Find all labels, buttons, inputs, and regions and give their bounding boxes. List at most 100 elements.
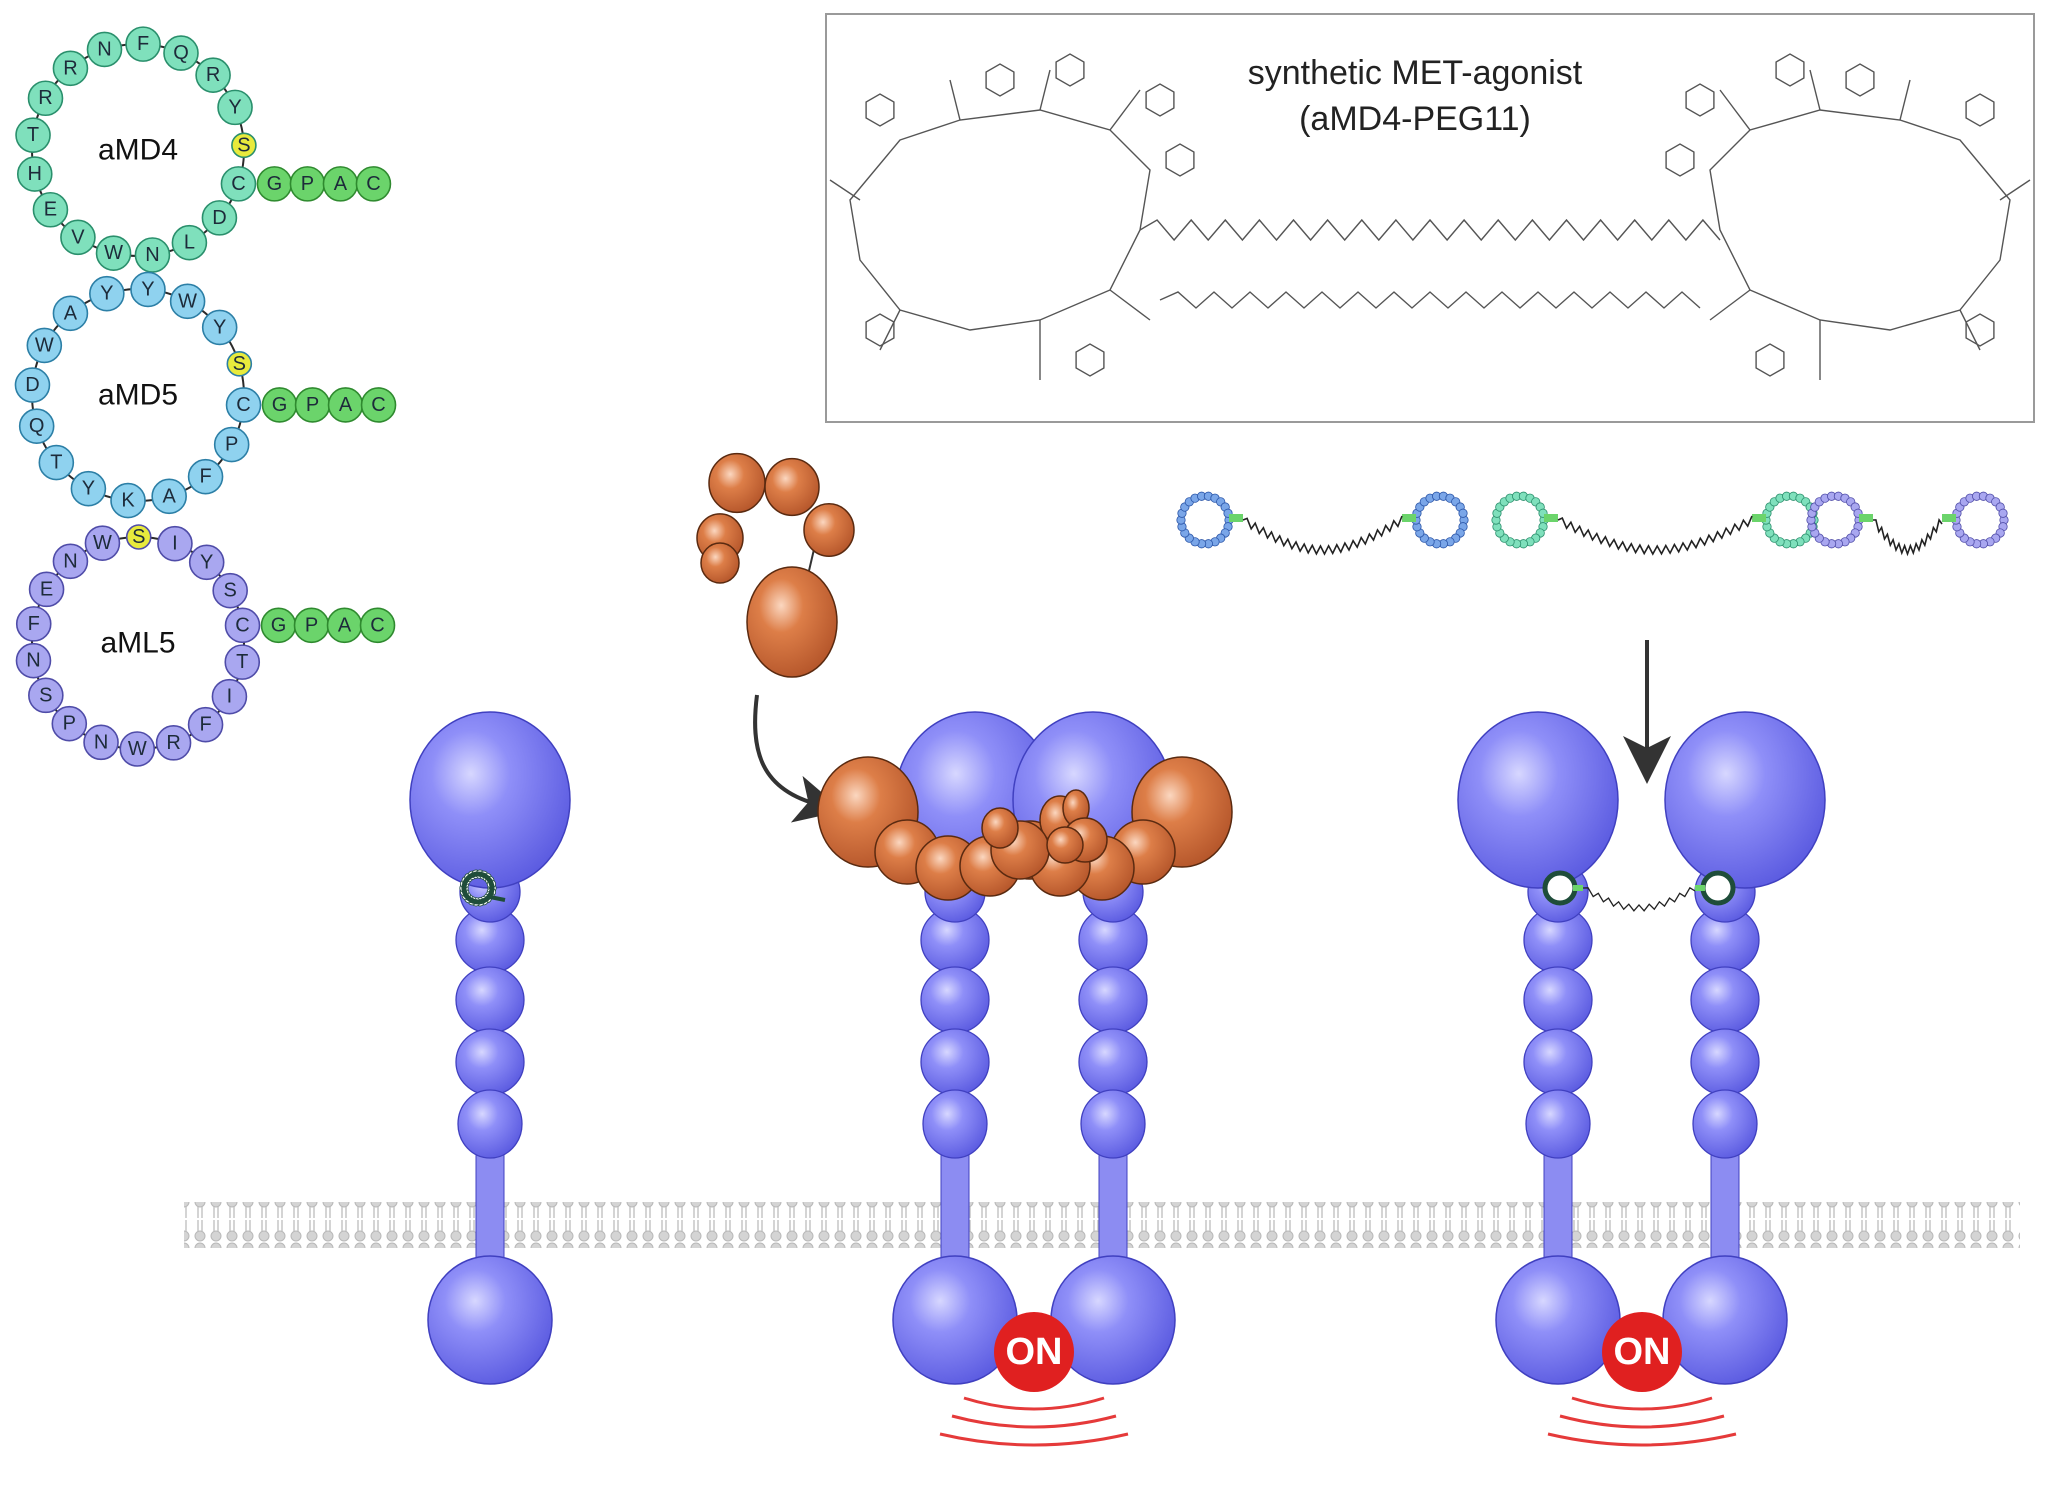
dimer-agonist [1806, 491, 2009, 557]
residue-letter: F [137, 33, 149, 55]
amino-acid-residue: T [15, 117, 51, 153]
tail-residue-letter: P [301, 173, 314, 195]
amino-acid-residue: N [134, 237, 171, 273]
tail-residue-letter: A [338, 614, 352, 636]
hgf-kringle-domain [700, 542, 740, 584]
residue-letter: A [162, 485, 176, 507]
amino-acid-residue: C [225, 387, 262, 423]
residue-letter: D [212, 207, 226, 229]
amino-acid-residue: C [224, 607, 261, 644]
tail-residue-letter: C [371, 394, 385, 416]
amino-acid-residue: D [14, 367, 51, 403]
amino-acid-residue: W [26, 327, 63, 364]
residue-letter: R [166, 732, 180, 754]
peptide-label: aMD5 [98, 379, 178, 412]
tail-residue: P [294, 387, 331, 423]
tail-residue: G [261, 387, 298, 423]
signal-wave [1571, 1396, 1713, 1411]
amino-acid-residue: R [155, 725, 192, 761]
residue-letter: W [128, 738, 147, 760]
hgf-ligand-bound [817, 756, 1233, 901]
tail-residue: C [360, 387, 397, 423]
residue-letter: L [184, 232, 195, 254]
sema-domain [1664, 711, 1826, 889]
on-badge-circle [994, 1312, 1074, 1392]
amino-acid-residue: K [110, 482, 146, 519]
residue-letter: C [231, 173, 245, 195]
peptide-label: aML5 [100, 627, 175, 660]
residue-letter: D [25, 374, 39, 396]
amino-acid-residue: N [52, 543, 89, 580]
signal-wave [1547, 1432, 1737, 1447]
ig-domain [1690, 1028, 1760, 1096]
hgf-kringle-domain [764, 457, 820, 517]
residue-letter: I [172, 533, 178, 555]
residue-letter: W [178, 290, 197, 312]
amino-acid-residue: E [32, 191, 69, 228]
tail-residue: G [260, 607, 297, 644]
hgf-beta-chain [746, 566, 838, 678]
sema-domain [409, 711, 571, 889]
hgf-domain [1046, 826, 1084, 864]
signal-wave [1559, 1414, 1725, 1429]
residue-letter: F [199, 466, 211, 488]
residue-letter: Y [213, 316, 226, 338]
amino-acid-residue: W [84, 525, 121, 561]
amino-acid-residue: T [38, 444, 75, 481]
residue-letter: R [63, 57, 77, 79]
residue-letter: N [97, 38, 111, 60]
residue-letter: H [28, 163, 42, 185]
residue-letter: Y [82, 478, 95, 500]
amino-acid-residue: Y [217, 89, 253, 126]
tail-residue: C [359, 607, 396, 644]
residue-letter: R [38, 87, 52, 109]
amino-acid-residue: F [125, 26, 161, 62]
amino-acid-residue: F [15, 606, 52, 642]
residue-letter: R [206, 64, 220, 86]
residue-letter: I [227, 686, 233, 708]
amino-acid-residue: I [157, 525, 193, 562]
residue-letter: Y [141, 278, 154, 300]
residue-letter: K [121, 490, 135, 512]
agonist-title-line2: (aMD4-PEG11) [1299, 100, 1531, 138]
amino-acid-residue: S [212, 572, 248, 609]
residue-letter: N [26, 650, 40, 672]
amino-acid-residue: F [187, 458, 224, 495]
tail-residue-letter: C [366, 173, 380, 195]
residue-letter: Y [100, 283, 113, 305]
tail-residue: A [322, 166, 359, 202]
ig-domain [457, 1089, 523, 1159]
residue-letter: E [40, 578, 53, 600]
amino-acid-residue: W [95, 235, 132, 271]
amino-acid-residue: S [28, 677, 64, 714]
tail-residue-letter: A [339, 394, 353, 416]
residue-letter: S [39, 684, 52, 706]
tail-residue: A [327, 387, 364, 423]
agonist-structure-box: synthetic MET-agonist (aMD4-PEG11) [825, 13, 2035, 423]
met-receptor [1662, 711, 1826, 1385]
peptide-label: aMD4 [98, 134, 178, 167]
ig-domain [920, 966, 990, 1034]
tail-residue: C [355, 166, 392, 202]
hgf-kringle-domain [803, 503, 855, 557]
ig-domain [1078, 1028, 1148, 1096]
residue-letter: F [28, 613, 40, 635]
signal-wave [963, 1396, 1105, 1411]
residue-letter: P [63, 713, 76, 735]
on-badge-agonist: ON [1602, 1312, 1682, 1392]
residue-letter: S [132, 526, 145, 548]
amino-acid-residue: T [224, 644, 261, 680]
met-receptor [409, 711, 571, 1385]
signal-wave [951, 1414, 1117, 1429]
signal-waves [939, 1396, 1737, 1447]
residue-letter: W [104, 242, 123, 264]
dimeric-agonist-variants [1176, 491, 2009, 557]
amino-acid-residue: W [119, 731, 156, 767]
amino-acid-residue: Y [188, 544, 225, 581]
tail-residue-letter: G [267, 173, 283, 195]
hgf-kringle-domain [708, 452, 766, 514]
residue-letter: W [35, 334, 54, 356]
ig-domain [1523, 966, 1593, 1034]
